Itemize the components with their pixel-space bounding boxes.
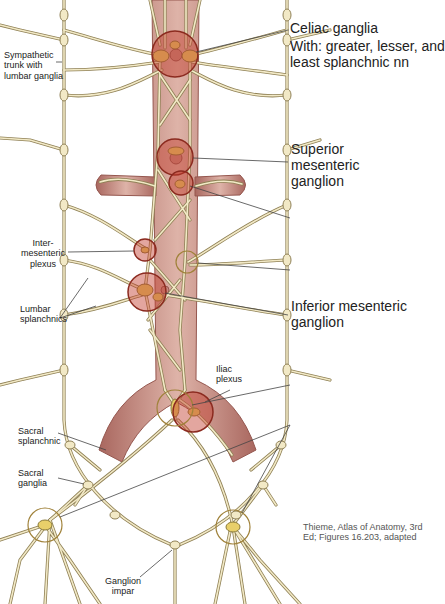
nerve-fill <box>0 0 330 604</box>
leader-line <box>58 478 84 484</box>
text-label: Lumbar splanchnics <box>20 304 70 325</box>
sacral-ganglion <box>65 441 75 449</box>
ganglion <box>60 144 68 156</box>
highlight-circle <box>128 273 166 311</box>
leader-line <box>196 30 288 52</box>
pelvic-ganglion <box>38 520 52 530</box>
sacral-ganglion <box>258 481 268 489</box>
leader-lines <box>56 30 290 577</box>
leader-line <box>140 550 172 577</box>
ganglion <box>283 89 291 101</box>
highlight-circle <box>169 171 193 195</box>
outline-circle <box>176 251 198 273</box>
leader-line <box>60 278 88 318</box>
text-label: Iliac plexus <box>216 364 250 385</box>
text-label: Superior mesenteric ganglion <box>291 141 386 189</box>
leader-line <box>190 186 290 218</box>
ganglion <box>283 144 291 156</box>
highlight-circles <box>128 31 213 432</box>
leader-line <box>205 390 230 402</box>
ganglion <box>60 199 68 211</box>
leader-line <box>198 263 290 270</box>
trunk-ganglia <box>60 9 291 549</box>
ganglion <box>60 34 68 46</box>
ganglion <box>283 34 291 46</box>
leader-line <box>60 425 290 517</box>
leader-line <box>58 433 106 450</box>
ganglion <box>283 9 291 21</box>
highlight-circle <box>134 239 156 261</box>
sacral-ganglion <box>83 481 93 489</box>
highlight-circle <box>157 139 193 175</box>
leader-line <box>68 251 134 252</box>
text-label: With: greater, lesser, and least splanch… <box>290 38 445 70</box>
sacral-ganglion <box>231 511 241 519</box>
leader-line <box>242 425 290 513</box>
ganglion <box>283 254 291 266</box>
pelvic-ganglion <box>226 522 240 532</box>
text-label: Thieme, Atlas of Anatomy, 3rd Ed; Figure… <box>303 522 438 543</box>
highlight-circle <box>152 31 198 77</box>
text-label: Inferior mesenteric ganglion <box>291 298 426 330</box>
outline-circle <box>216 510 250 544</box>
text-label: Sacral splanchnic <box>18 426 63 447</box>
leader-line <box>193 158 288 162</box>
ganglion <box>60 9 68 21</box>
ganglion <box>60 89 68 101</box>
ganglion <box>283 199 291 211</box>
text-label: Ganglion impar <box>98 576 148 597</box>
text-label: Sympathetic trunk with lumbar ganglia <box>4 50 66 81</box>
text-label: Sacral ganglia <box>18 468 63 489</box>
ganglion <box>283 364 291 376</box>
leader-line <box>192 385 290 405</box>
ganglion-impar <box>170 541 180 549</box>
sacral-ganglion <box>110 511 120 519</box>
leader-line <box>165 293 288 315</box>
leader-line <box>56 62 62 63</box>
outline-circles <box>28 251 250 544</box>
outline-circle <box>28 508 62 542</box>
nerve-outline <box>0 0 330 604</box>
ganglion <box>60 364 68 376</box>
text-label: Inter- mesenteric plexus <box>18 238 68 269</box>
outline-circle <box>157 390 193 426</box>
text-label: Celiac ganglia <box>290 20 440 36</box>
prevertebral-ganglia <box>38 41 240 532</box>
